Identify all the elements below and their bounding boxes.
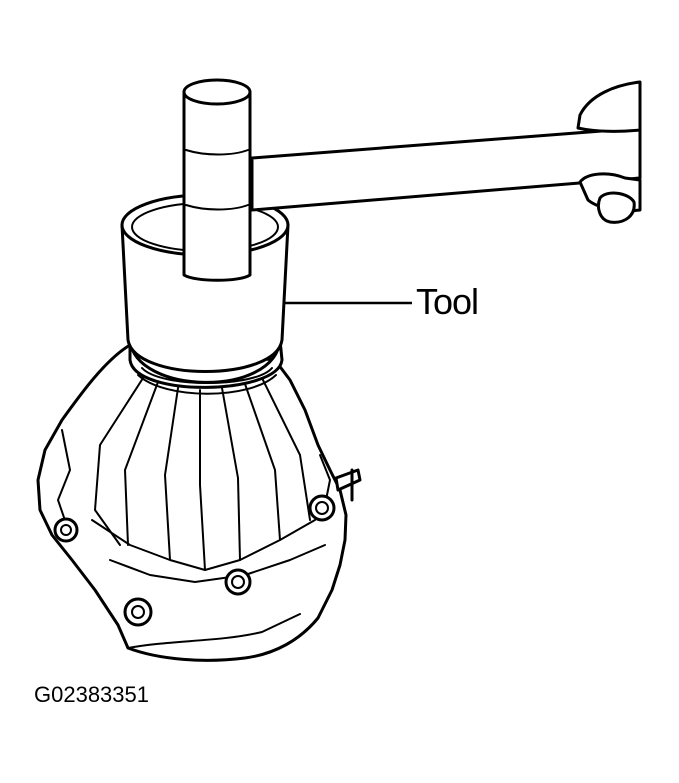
mallet-handle (250, 80, 642, 224)
tool-callout-label: Tool (416, 281, 479, 322)
oil-seal (128, 338, 284, 395)
figure-code: G02383351 (34, 682, 149, 707)
transmission-case (36, 343, 362, 662)
driver-handle (182, 78, 252, 282)
